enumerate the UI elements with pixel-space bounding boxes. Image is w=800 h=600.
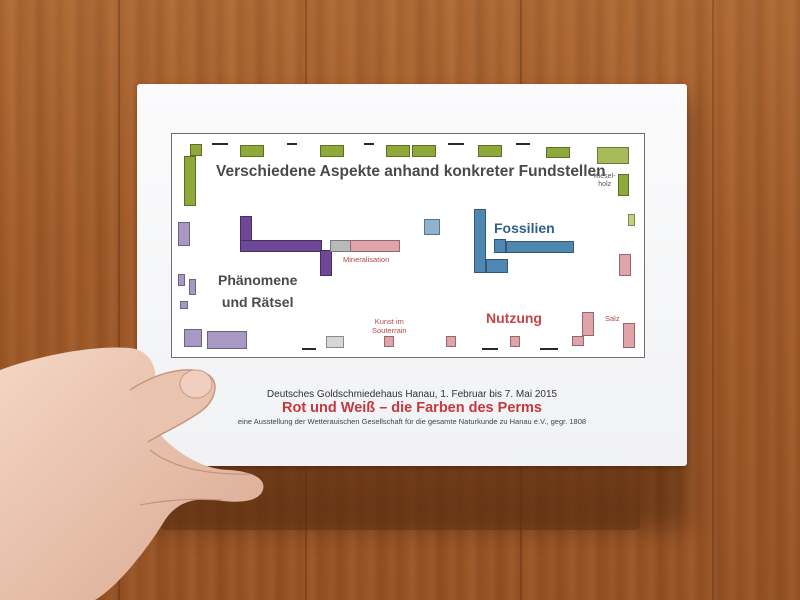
section-label-phenomena-line2: und Rätsel — [221, 294, 294, 310]
wall-segment — [448, 143, 464, 145]
wall-segment — [540, 348, 558, 350]
exhibit-case — [240, 240, 322, 252]
label-art-line2: Souterrain — [372, 326, 407, 335]
label-kieselholz-line2: holz — [598, 181, 612, 188]
exhibit-case — [474, 209, 486, 273]
exhibit-case — [572, 336, 584, 346]
wall-segment — [302, 348, 316, 350]
exhibition-title: Rot und Weiß – die Farben des Perms — [282, 400, 542, 416]
label-kieselholz: Kiesel- holz — [594, 173, 615, 189]
exhibit-case — [597, 147, 629, 164]
exhibit-case — [424, 219, 440, 235]
exhibit-case — [184, 329, 202, 347]
exhibit-case — [178, 222, 190, 246]
section-label-phenomena-line1: Phänomene — [218, 272, 298, 288]
exhibit-case — [384, 336, 394, 347]
exhibit-case — [494, 239, 506, 253]
exhibit-case — [618, 174, 629, 196]
label-mineralisation: Mineralisation — [343, 255, 390, 264]
wall-segment — [482, 348, 498, 350]
caption-organizer: eine Ausstellung der Wetterauischen Gese… — [237, 417, 587, 426]
exhibit-case — [320, 145, 344, 157]
label-salt: Salz — [605, 314, 620, 323]
label-kieselholz-line1: Kiesel- — [594, 173, 616, 180]
exhibit-case — [619, 254, 631, 276]
exhibit-case — [180, 301, 188, 309]
exhibit-case — [412, 145, 436, 157]
exhibit-case — [623, 323, 635, 348]
section-label-phenomena: Phänomene und Rätsel — [218, 269, 297, 313]
exhibit-case — [582, 312, 594, 336]
section-label-fossils: Fossilien — [494, 220, 555, 236]
exhibit-case — [506, 241, 574, 253]
exhibit-case — [326, 336, 344, 348]
exhibit-case — [184, 156, 196, 206]
exhibit-case — [207, 331, 247, 349]
wall-segment — [287, 143, 297, 145]
exhibit-case — [240, 145, 264, 157]
exhibit-case — [510, 336, 520, 347]
exhibit-case — [628, 214, 635, 226]
exhibit-case — [446, 336, 456, 347]
exhibit-case — [190, 144, 202, 156]
exhibit-case — [546, 147, 570, 158]
exhibit-case — [178, 274, 185, 286]
label-art-line1: Kunst im — [374, 317, 404, 326]
caption-venue-dates: Deutsches Goldschmiedehaus Hanau, 1. Feb… — [266, 389, 558, 400]
exhibit-case — [350, 240, 400, 252]
exhibit-case — [386, 145, 410, 157]
floor-plan: Verschiedene Aspekte anhand konkreter Fu… — [171, 133, 645, 358]
wall-segment — [364, 143, 374, 145]
thumbnail — [179, 369, 213, 399]
exhibit-case — [320, 250, 332, 276]
label-art: Kunst im Souterrain — [372, 317, 407, 335]
section-label-use: Nutzung — [486, 310, 542, 326]
exhibit-case — [478, 145, 502, 157]
wall-segment — [212, 143, 228, 145]
exhibit-case — [486, 259, 508, 273]
exhibit-case — [189, 279, 196, 295]
wall-segment — [516, 143, 530, 145]
floor-plan-heading: Verschiedene Aspekte anhand konkreter Fu… — [216, 163, 606, 180]
